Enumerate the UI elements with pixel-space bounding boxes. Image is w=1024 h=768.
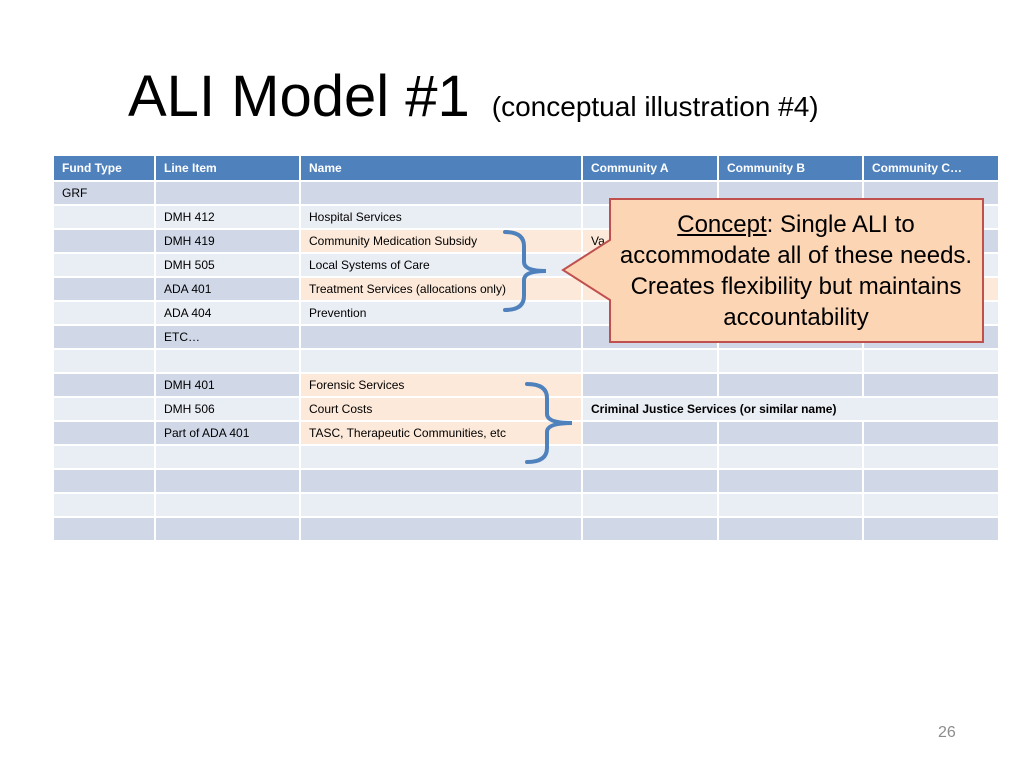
table-cell (299, 444, 583, 470)
table-cell (581, 372, 719, 398)
table-cell (717, 444, 864, 470)
table-cell (299, 348, 583, 374)
table-cell: Court Costs (299, 396, 583, 422)
table-cell (862, 492, 1000, 518)
table-cell (581, 444, 719, 470)
table-cell (52, 276, 156, 302)
table-row (52, 516, 1000, 542)
table-cell (717, 372, 864, 398)
table-cell (52, 444, 156, 470)
table-cell: Prevention (299, 300, 583, 326)
table-cell (154, 180, 301, 206)
criminal-justice-label: Criminal Justice Services (or similar na… (581, 396, 1000, 422)
table-row: GRF (52, 180, 1000, 206)
header-fund-type: Fund Type (52, 154, 156, 182)
table-cell (862, 420, 1000, 446)
table-cell (862, 468, 1000, 494)
table-cell: ADA 401 (154, 276, 301, 302)
table-row: DMH 506 Court Costs Criminal Justice Ser… (52, 396, 1000, 422)
table-cell: ETC… (154, 324, 301, 350)
table-cell: DMH 419 (154, 228, 301, 254)
table-cell (52, 300, 156, 326)
table-cell (52, 396, 156, 422)
table-cell (299, 324, 583, 350)
title-subtitle: (conceptual illustration #4) (491, 91, 819, 122)
table-cell (52, 204, 156, 230)
table-cell (52, 372, 156, 398)
table-row (52, 468, 1000, 494)
header-name: Name (299, 154, 583, 182)
table-row: Part of ADA 401 TASC, Therapeutic Commun… (52, 420, 1000, 446)
table-cell: DMH 505 (154, 252, 301, 278)
table-row (52, 348, 1000, 374)
table-cell: Treatment Services (allocations only) (299, 276, 583, 302)
title-main: ALI Model #1 (128, 64, 470, 129)
concept-word: Concept (677, 210, 767, 238)
table-cell (52, 516, 156, 542)
table-cell (52, 468, 156, 494)
table-cell: GRF (52, 180, 156, 206)
table-cell (52, 420, 156, 446)
table-cell (581, 492, 719, 518)
table-cell: Local Systems of Care (299, 252, 583, 278)
table-cell (299, 468, 583, 494)
table-cell (154, 516, 301, 542)
table-cell (299, 516, 583, 542)
brace-upper (503, 230, 547, 312)
table-cell: ADA 404 (154, 300, 301, 326)
table-cell (154, 348, 301, 374)
table-cell (717, 348, 864, 374)
table-cell (52, 348, 156, 374)
table-cell (717, 468, 864, 494)
concept-callout-shape (561, 198, 984, 343)
table-cell (862, 348, 1000, 374)
table-row (52, 492, 1000, 518)
table-cell (581, 348, 719, 374)
table-cell (52, 228, 156, 254)
page-number: 26 (938, 724, 956, 741)
callout-shape (561, 198, 984, 343)
table-cell (581, 420, 719, 446)
table-cell (299, 492, 583, 518)
brace-lower-shape (525, 382, 573, 464)
table-cell: DMH 401 (154, 372, 301, 398)
table-cell: Hospital Services (299, 204, 583, 230)
table-cell: Community Medication Subsidy (299, 228, 583, 254)
table-cell: Part of ADA 401 (154, 420, 301, 446)
table-cell (581, 516, 719, 542)
table-cell (862, 444, 1000, 470)
concept-callout: Concept: Single ALI to accommodate all o… (610, 199, 982, 342)
concept-text: : Single ALI to accommodate all of these… (619, 210, 973, 331)
callout-body: Concept: Single ALI to accommodate all o… (610, 209, 982, 333)
slide-title: ALI Model #1 (conceptual illustration #4… (128, 62, 819, 132)
table-cell (154, 492, 301, 518)
table-cell (154, 444, 301, 470)
table-cell (299, 180, 583, 206)
table-cell (862, 516, 1000, 542)
table-cell (154, 468, 301, 494)
header-line-item: Line Item (154, 154, 301, 182)
table-row (52, 444, 1000, 470)
table-cell: TASC, Therapeutic Communities, etc (299, 420, 583, 446)
table-cell (717, 516, 864, 542)
table-cell (862, 372, 1000, 398)
table-cell: DMH 412 (154, 204, 301, 230)
table-cell (581, 468, 719, 494)
table-cell (52, 324, 156, 350)
table-cell (52, 252, 156, 278)
table-cell: DMH 506 (154, 396, 301, 422)
brace-lower (525, 382, 573, 464)
table-cell (717, 420, 864, 446)
table-header-row: Fund Type Line Item Name Community A Com… (52, 154, 1000, 182)
table-cell (52, 492, 156, 518)
brace-upper-shape (503, 230, 547, 312)
header-community-b: Community B (717, 154, 864, 182)
table-row: DMH 401 Forensic Services (52, 372, 1000, 398)
header-community-a: Community A (581, 154, 719, 182)
header-community-c: Community C… (862, 154, 1000, 182)
table-cell (717, 492, 864, 518)
